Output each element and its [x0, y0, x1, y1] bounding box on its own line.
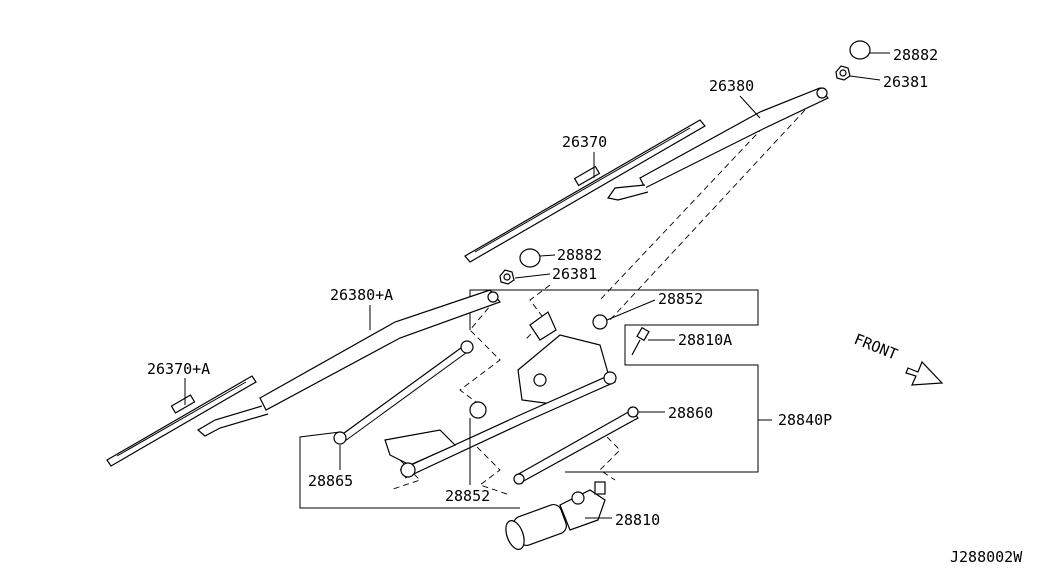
- callout-bolt: 28810A: [678, 331, 732, 349]
- linkage-assembly: [333, 311, 639, 485]
- cap-right: [849, 40, 871, 60]
- diagram-code: J288002W: [950, 548, 1023, 566]
- wiper-arm-right: [606, 87, 829, 201]
- callout-cap-left: 28882: [557, 246, 602, 264]
- wiper-blade-right: [464, 119, 706, 263]
- callout-linkage-assembly: 28840P: [778, 411, 832, 429]
- cap-left: [519, 248, 541, 268]
- assembly-outline: [299, 289, 772, 509]
- callout-motor: 28810: [615, 511, 660, 529]
- callout-nut-left: 26381: [552, 265, 597, 283]
- callout-blade-right: 26370: [562, 133, 607, 151]
- front-label: FRONT: [852, 330, 901, 364]
- callout-blade-left: 26370+A: [147, 360, 210, 378]
- front-arrow-icon: [905, 360, 944, 386]
- wiper-arm-left: [196, 289, 502, 437]
- callout-link-rod-left: 28865: [308, 472, 353, 490]
- nut-right: [835, 65, 851, 81]
- callout-bushing-bottom: 28852: [445, 487, 490, 505]
- callout-link-rod: 28860: [668, 404, 713, 422]
- callout-bushing-top: 28852: [658, 290, 703, 308]
- bolt: [631, 326, 650, 356]
- leader-lines: [184, 52, 890, 519]
- callout-arm-left: 26380+A: [330, 286, 393, 304]
- wiper-blade-left: [106, 375, 257, 467]
- wiper-motor: [505, 481, 606, 550]
- nut-left: [499, 269, 515, 285]
- callout-cap-right: 28882: [893, 46, 938, 64]
- callout-nut-right: 26381: [883, 73, 928, 91]
- callout-arm-right: 26380: [709, 77, 754, 95]
